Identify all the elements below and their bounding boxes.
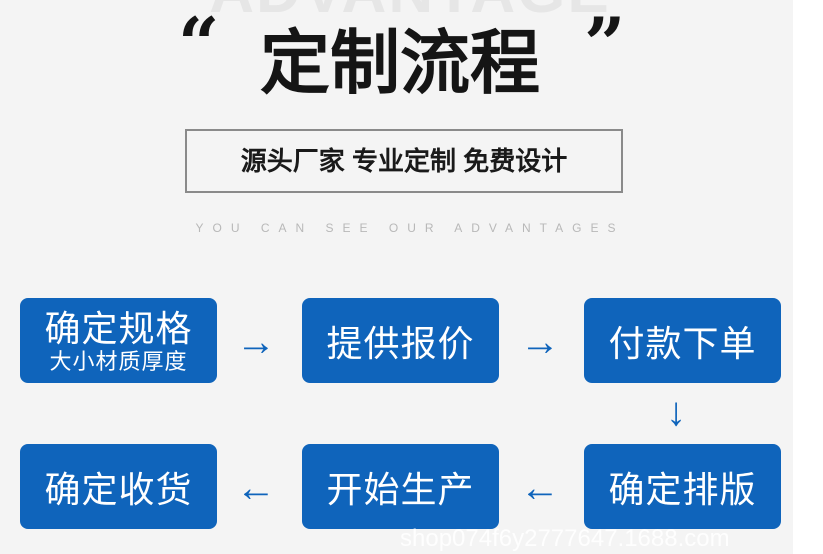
step-4: 确定排版 — [584, 444, 781, 529]
arrow-left-icon: ← — [520, 466, 560, 510]
close-quote: ” — [584, 1, 626, 86]
arrow-down-icon: ↓ — [666, 390, 686, 434]
open-quote: “ — [178, 1, 220, 86]
watermark-url: shop074f6y2777647.1688.com — [400, 525, 730, 552]
arrow-left-icon: ← — [236, 466, 276, 510]
step-label: 确定规格 — [44, 307, 193, 349]
tagline: YOU CAN SEE OUR ADVANTAGES — [195, 221, 625, 235]
page-title: 定制流程 — [260, 24, 540, 102]
step-label: 付款下单 — [608, 322, 757, 364]
step-3: 付款下单 — [584, 298, 781, 383]
step-2: 提供报价 — [302, 298, 499, 383]
step-5: 开始生产 — [302, 444, 499, 529]
watermark-text: ADVANTAGE — [200, 0, 620, 22]
step-label: 提供报价 — [326, 322, 475, 364]
arrow-right-icon: → — [520, 320, 560, 364]
subtitle-box: 源头厂家 专业定制 免费设计 — [185, 129, 623, 193]
step-6: 确定收货 — [20, 444, 217, 529]
step-label: 确定排版 — [608, 468, 757, 510]
arrow-right-icon: → — [236, 320, 276, 364]
step-label: 确定收货 — [44, 468, 193, 510]
step-sublabel: 大小材质厚度 — [49, 348, 188, 374]
step-1: 确定规格 大小材质厚度 — [20, 298, 217, 383]
step-label: 开始生产 — [326, 468, 475, 510]
